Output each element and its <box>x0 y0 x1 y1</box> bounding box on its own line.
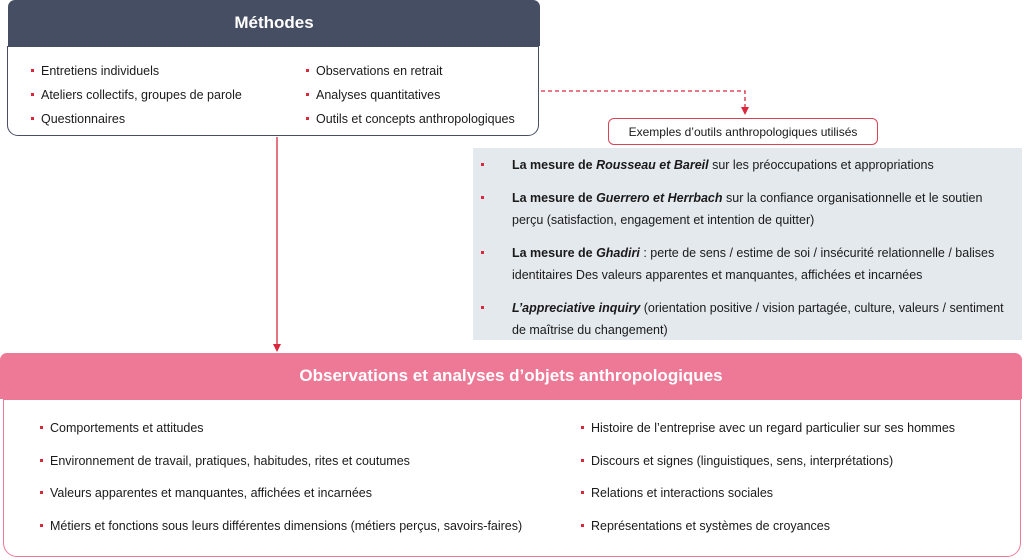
tools-item-bold: La mesure de <box>512 158 597 172</box>
tools-item: La mesure de Rousseau et Bareil sur les … <box>481 154 1011 176</box>
observations-box <box>3 399 1021 557</box>
methods-item: Questionnaires <box>31 111 242 135</box>
observations-item: Relations et interactions sociales <box>581 485 955 518</box>
observations-item: Comportements et attitudes <box>40 420 522 453</box>
tools-item-text: : perte de sens / estime de soi / insécu… <box>512 246 995 282</box>
tools-label: Exemples d’outils anthropologiques utili… <box>608 118 878 145</box>
tools-item-italic: Ghadiri <box>596 246 640 260</box>
tools-item-bold: La mesure de <box>512 246 597 260</box>
tools-item-italic: Guerrero et Herrbach <box>596 191 723 205</box>
tools-item: La mesure de Ghadiri : perte de sens / e… <box>481 242 1011 286</box>
methods-item: Outils et concepts anthropologiques <box>306 111 515 135</box>
methods-item: Entretiens individuels <box>31 63 242 87</box>
observations-item: Représentations et systèmes de croyances <box>581 518 955 551</box>
tools-item: La mesure de Guerrero et Herrbach sur la… <box>481 187 1011 231</box>
observations-item: Valeurs apparentes et manquantes, affich… <box>40 485 522 518</box>
methods-list-left: Entretiens individuels Ateliers collecti… <box>31 63 242 135</box>
tools-item-italic: L’appreciative inquiry <box>512 301 641 315</box>
methods-header: Méthodes <box>8 0 540 46</box>
tools-item-bold: La mesure de <box>512 191 597 205</box>
observations-list-left: Comportements et attitudes Environnement… <box>40 420 522 550</box>
methods-item: Analyses quantitatives <box>306 87 515 111</box>
methods-box <box>7 46 539 136</box>
tools-item-italic: Rousseau et Bareil <box>596 158 709 172</box>
observations-item: Métiers et fonctions sous leurs différen… <box>40 518 522 551</box>
observations-item: Environnement de travail, pratiques, hab… <box>40 453 522 486</box>
tools-panel <box>473 148 1022 340</box>
methods-to-tools-dashed-arrow <box>541 90 749 115</box>
methods-item: Ateliers collectifs, groupes de parole <box>31 87 242 111</box>
methods-item: Observations en retrait <box>306 63 515 87</box>
observations-list-right: Histoire de l’entreprise avec un regard … <box>581 420 955 550</box>
methods-list-right: Observations en retrait Analyses quantit… <box>306 63 515 135</box>
observations-item: Histoire de l’entreprise avec un regard … <box>581 420 955 453</box>
tools-item-text: sur les préoccupations et appropriations <box>708 158 934 172</box>
observations-title: Observations et analyses d’objets anthro… <box>299 366 723 385</box>
observations-item: Discours et signes (linguistiques, sens,… <box>581 453 955 486</box>
tools-item-text: (orientation positive / vision partagée,… <box>512 301 1004 337</box>
tools-item: L’appreciative inquiry (orientation posi… <box>481 297 1011 341</box>
methods-title: Méthodes <box>234 13 314 32</box>
observations-header: Observations et analyses d’objets anthro… <box>0 353 1022 399</box>
tools-item-text: sur la confiance organisationnelle et le… <box>512 191 983 227</box>
tools-list: La mesure de Rousseau et Bareil sur les … <box>481 154 1011 352</box>
tools-label-text: Exemples d’outils anthropologiques utili… <box>628 124 858 139</box>
